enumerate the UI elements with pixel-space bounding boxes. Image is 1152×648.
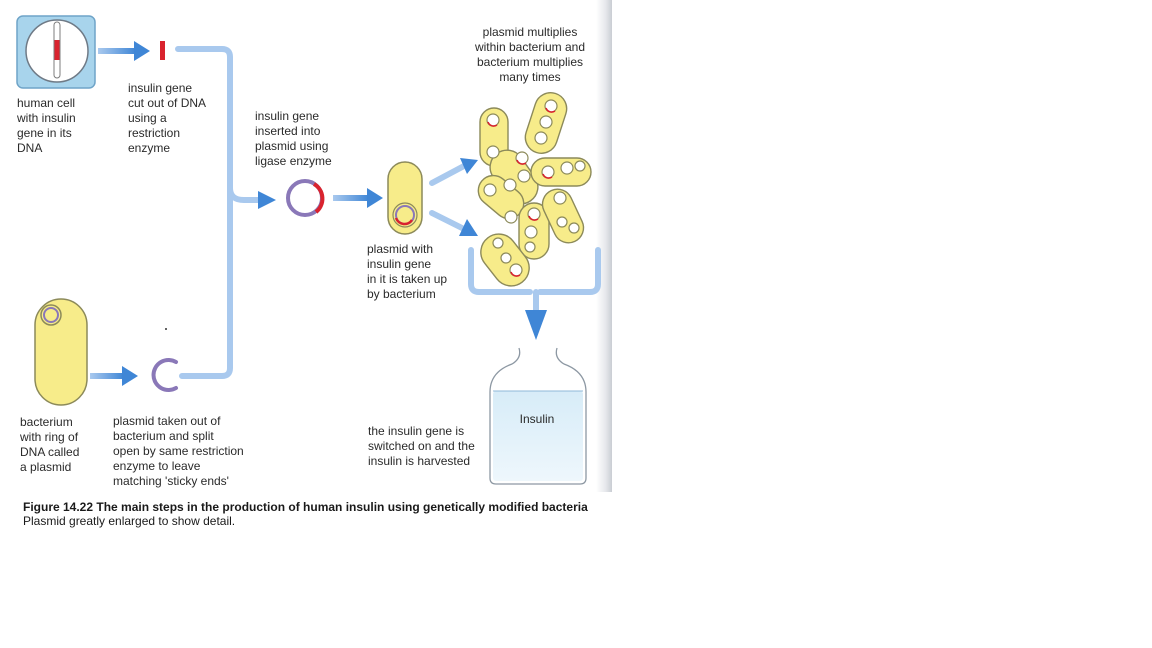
insulin-vessel xyxy=(489,347,587,485)
arrow-plasmid-to-bacterium xyxy=(333,188,383,208)
diagram-drawing xyxy=(16,15,601,485)
colony-plasmids xyxy=(483,99,586,277)
transformed-bacterium xyxy=(387,161,423,235)
label-gene-inserted: insulin gene inserted into plasmid using… xyxy=(255,109,332,168)
arrow-to-recombinant xyxy=(258,191,276,209)
colony-inserts xyxy=(487,107,556,277)
insulin-gene-fragment xyxy=(160,41,165,60)
arrow-to-vessel xyxy=(525,310,547,340)
caption-title: Figure 14.22 The main steps in the produ… xyxy=(23,500,588,514)
page-edge-shadow xyxy=(596,0,612,492)
bacterium-with-plasmid xyxy=(34,298,88,406)
merge-lines xyxy=(175,46,265,379)
recombinant-plasmid xyxy=(286,179,325,217)
label-plasmid-multiplies: plasmid multiplies within bacterium and … xyxy=(474,25,586,84)
arrows-to-colony xyxy=(429,158,478,236)
arrow-cell-to-gene xyxy=(98,41,150,61)
label-bacterium-ring: bacterium with ring of DNA called a plas… xyxy=(20,415,80,474)
caption-note: Plasmid greatly enlarged to show detail. xyxy=(23,514,236,528)
label-insulin-vessel: Insulin xyxy=(519,412,555,426)
arrow-bacterium-to-split xyxy=(90,366,138,386)
label-plasmid-taken-up: plasmid with insulin gene in it is taken… xyxy=(367,242,448,301)
split-plasmid xyxy=(151,358,178,392)
label-gene-cut: insulin gene cut out of DNA using a rest… xyxy=(128,81,207,155)
figure-caption: Figure 14.22 The main steps in the produ… xyxy=(23,500,588,528)
label-insulin-harvested: the insulin gene is switched on and the … xyxy=(368,424,475,468)
label-human-cell: human cell with insulin gene in its DNA xyxy=(17,96,76,155)
figure: human cell with insulin gene in its DNA … xyxy=(0,0,612,540)
label-plasmid-split: plasmid taken out of bacterium and split… xyxy=(113,414,244,488)
collect-lines xyxy=(468,247,601,313)
human-cell xyxy=(16,15,96,89)
